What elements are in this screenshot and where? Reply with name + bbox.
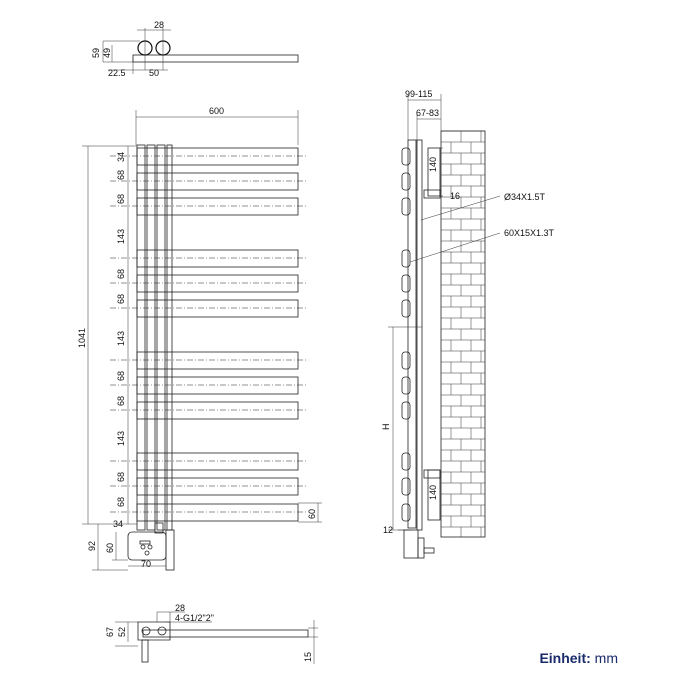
unit-label: Einheit: mm [539,650,618,666]
top-dim-59: 59 [91,48,101,58]
spacing-2: 68 [116,170,126,180]
side-dim-16: 16 [450,191,460,201]
spacing-9: 68 [116,396,126,406]
front-dim-last-bar: 60 [307,509,317,519]
spacing-6: 68 [116,294,126,304]
bottom-view-connection [137,621,171,641]
side-dim-h: H [381,424,391,431]
bottom-dim-28: 28 [175,603,185,613]
spacing-5: 68 [116,269,126,279]
front-dim-width: 600 [209,106,224,116]
side-dim-12: 12 [383,525,393,535]
side-bar-profile [401,249,411,268]
spacing-13: 34 [113,519,123,529]
spacing-1: 34 [116,152,126,162]
bottom-dim-52: 52 [117,627,127,637]
bar-spec: 60X15X1.3T [504,228,555,238]
top-dim-49: 49 [102,48,112,58]
side-dim-99-115: 99-115 [405,89,432,99]
spacing-4: 143 [116,229,126,244]
bottom-dim-15: 15 [303,652,313,662]
vertical-pipes [136,144,173,531]
wall-bracket-top [427,147,441,197]
spacing-11: 68 [116,472,126,482]
spacing-3: 68 [116,194,126,204]
unit-label-title: Einheit: [539,650,591,666]
front-view: 600 [77,106,322,571]
spacing-10: 143 [116,431,126,446]
brick-pattern [441,130,485,537]
side-bar-profile [401,351,411,370]
ctrl-dim-60: 60 [105,543,115,553]
wall-outline [440,130,486,538]
side-view: 99-115 67-83 140 16 Ø34X1.5T 60X15X1.3T … [381,89,555,559]
heating-rod [165,529,175,571]
side-bar-profile [401,401,411,420]
spacing-8: 68 [116,371,126,381]
side-bar-profile [401,299,411,318]
side-bar-profile [401,197,411,216]
side-dim-140-top: 140 [428,157,438,172]
side-bar-profile [401,376,411,395]
bottom-dim-67: 67 [105,627,115,637]
brick-wall [440,130,486,538]
spacing-12: 68 [116,497,126,507]
side-bar-profile [401,274,411,293]
bottom-thread: 4-G1/2"2" [175,613,214,623]
heating-controller: 92 60 70 [87,522,175,571]
bottom-view-rod [141,639,149,663]
top-dim-22-5: 22.5 [108,68,126,78]
controller-box [127,531,167,561]
side-bar-profile [401,172,411,191]
horizontal-bars [136,147,299,522]
bottom-view: 28 4-G1/2"2" 67 52 15 [105,603,318,664]
spacing-7: 143 [116,331,126,346]
top-dim-28: 28 [154,20,164,30]
top-view-profile [132,54,299,63]
side-controller [403,529,419,559]
side-bar-profile [401,503,411,522]
unit-label-value: mm [594,650,618,666]
side-dim-67-83: 67-83 [416,108,439,118]
center-lines [110,155,308,513]
side-bar-profile [401,477,411,496]
pipe-spec: Ø34X1.5T [504,192,546,202]
top-dim-50: 50 [149,68,159,78]
bottom-view-profile [142,629,309,638]
side-bar-profile [401,452,411,471]
side-bars-column [407,139,417,529]
side-pipe [416,139,423,531]
ctrl-dim-92: 92 [87,541,97,551]
side-bar-profile [401,147,411,166]
side-bar-profiles [401,147,411,522]
ctrl-dim-70: 70 [141,559,151,569]
front-dim-height: 1041 [77,328,87,348]
side-dim-140-bottom: 140 [428,485,438,500]
top-view: 28 59 49 22.5 50 [91,20,299,78]
